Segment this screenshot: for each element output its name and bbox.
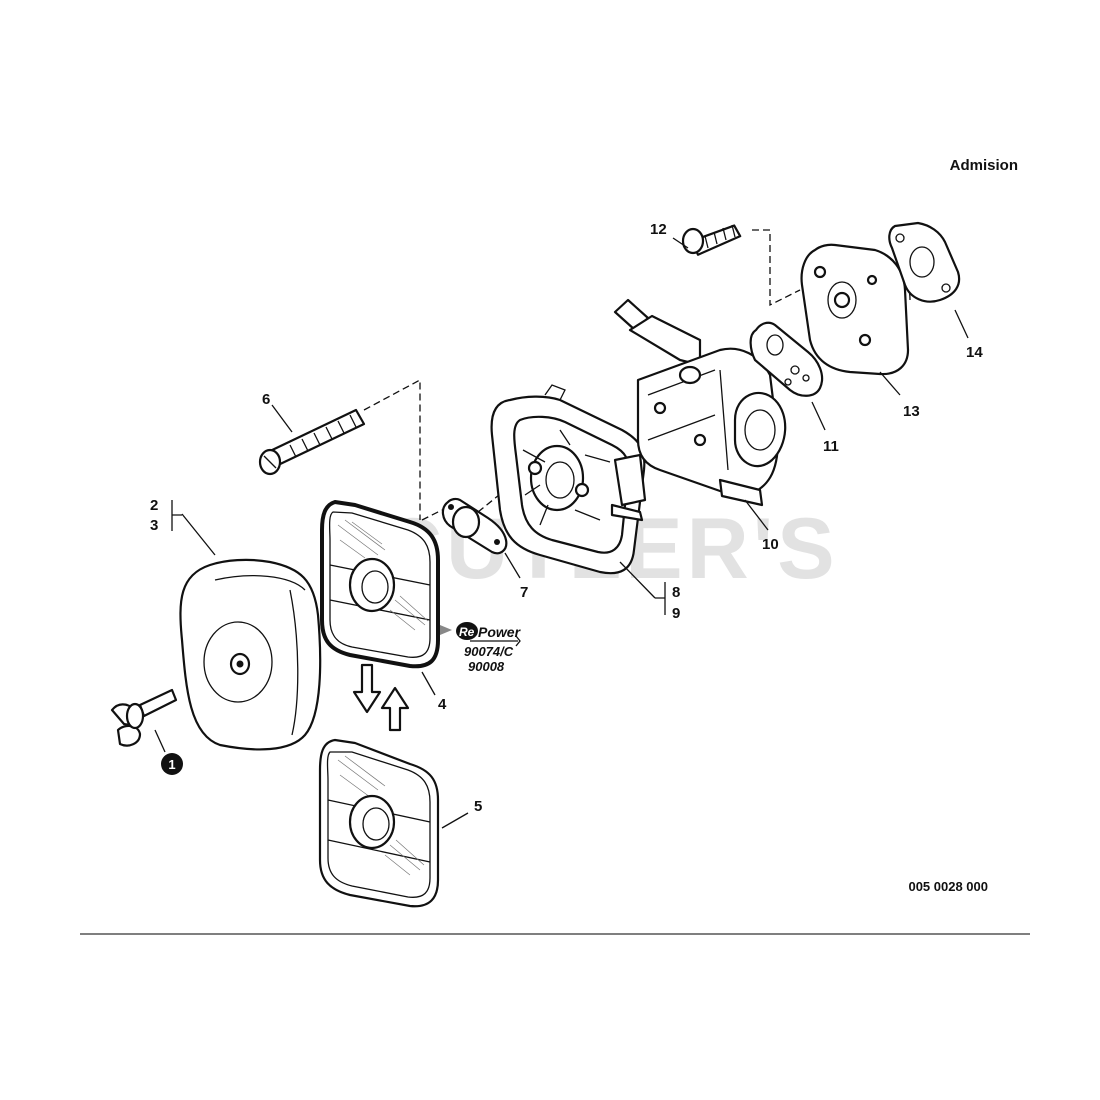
air-filter-cover-part-2-3 xyxy=(179,558,322,751)
filter-housing-part-8-9 xyxy=(490,384,647,575)
gasket-part-14 xyxy=(888,221,961,303)
callout-14: 14 xyxy=(966,344,983,361)
callout-1-marker xyxy=(161,753,183,775)
callout-9: 9 xyxy=(672,605,680,622)
repower-logo-power: Power xyxy=(478,624,522,640)
section-title: Admision xyxy=(950,157,1018,174)
long-screw-part-6 xyxy=(258,408,366,476)
wing-bolt-part-1 xyxy=(110,688,178,747)
callout-4: 4 xyxy=(438,696,447,713)
callout-7: 7 xyxy=(520,584,528,601)
repower-logo-re: Re xyxy=(459,625,475,639)
callout-2: 2 xyxy=(150,497,158,514)
carburetor-part-10 xyxy=(613,298,787,507)
callout-11: 11 xyxy=(823,438,839,455)
short-screw-part-12 xyxy=(681,224,742,256)
callout-3: 3 xyxy=(150,517,158,534)
callout-5: 5 xyxy=(474,798,482,815)
diagram-code: 005 0028 000 xyxy=(908,879,988,894)
insulator-part-13 xyxy=(800,243,911,376)
swap-arrows-icon xyxy=(352,663,410,732)
callout-8: 8 xyxy=(672,584,680,601)
repower-logo: Re Power xyxy=(440,622,522,647)
repower-part-number-a: 90074/C xyxy=(464,644,514,659)
callout-13: 13 xyxy=(903,403,920,420)
filter-element-part-4 xyxy=(320,500,440,669)
callout-6: 6 xyxy=(262,391,270,408)
callout-10: 10 xyxy=(762,536,779,553)
gasket-part-11 xyxy=(749,321,824,397)
mounting-plate-part-7 xyxy=(441,497,508,555)
repower-part-number-b: 90008 xyxy=(468,659,505,674)
pre-filter-part-5 xyxy=(318,738,440,908)
callout-1: 1 xyxy=(168,757,175,772)
callout-12: 12 xyxy=(650,221,667,238)
